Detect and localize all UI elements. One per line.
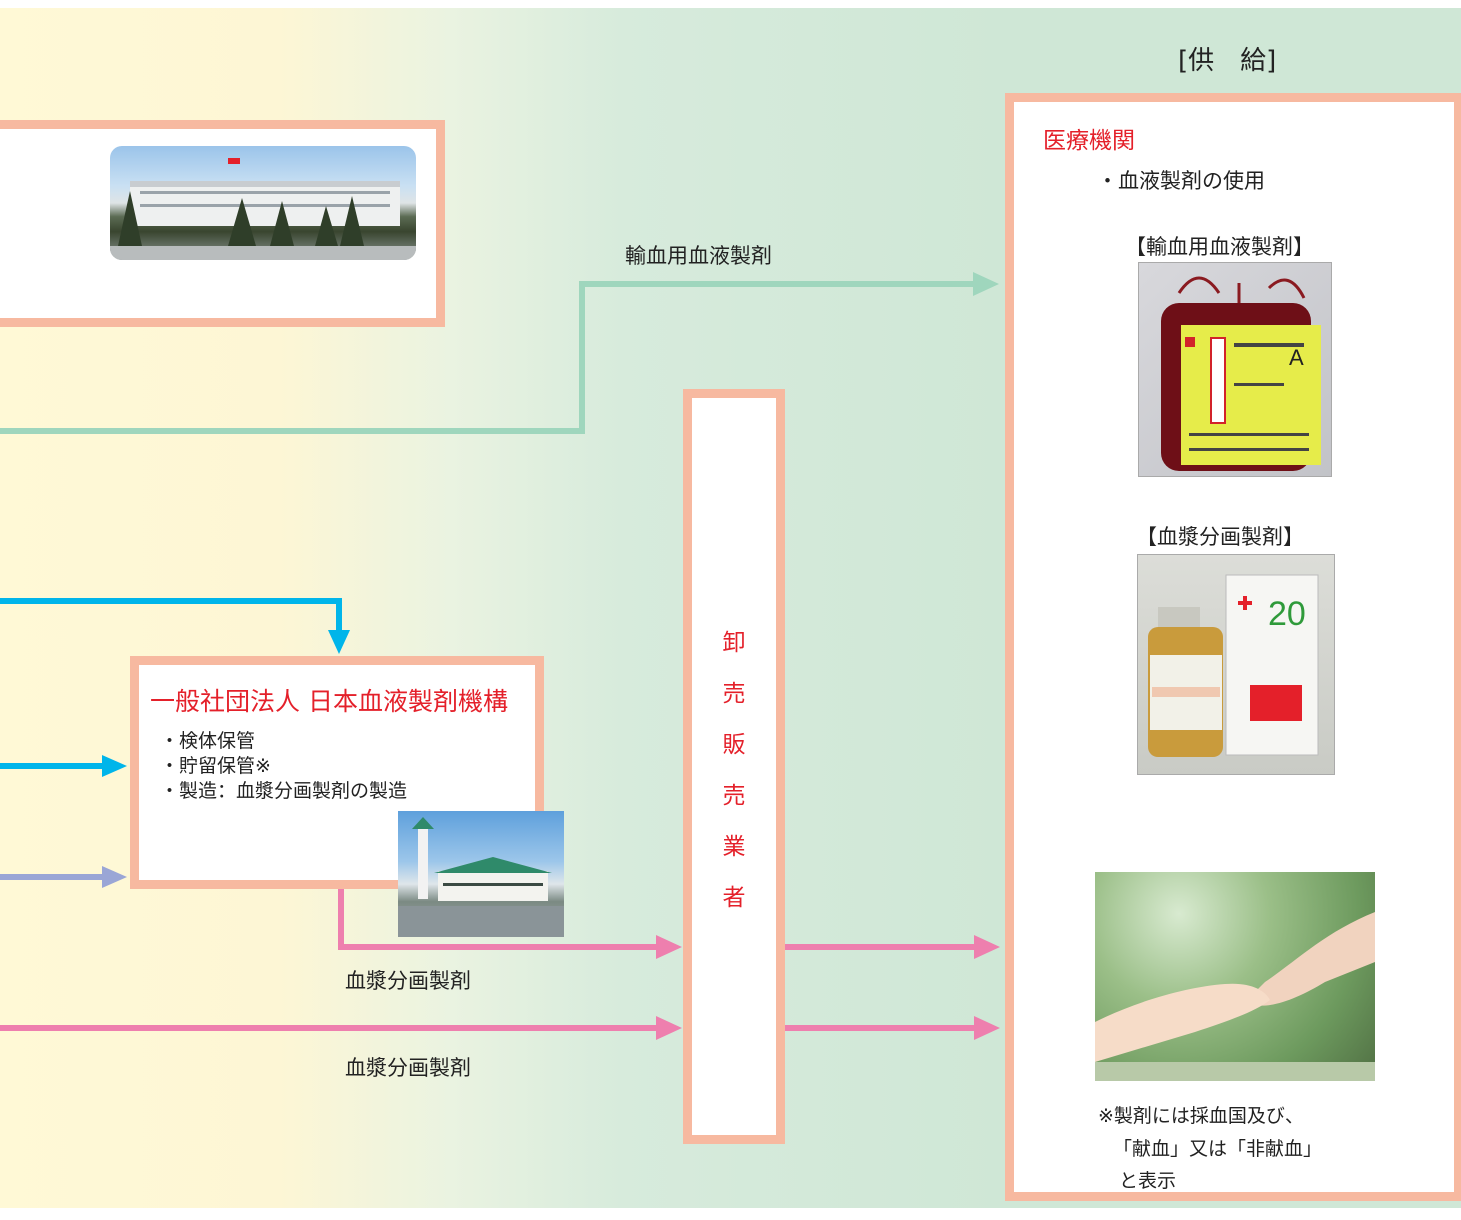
wholesaler-char-4: 売 xyxy=(722,783,746,809)
pink-arrowhead-3 xyxy=(974,935,1000,959)
holding-hands-photo xyxy=(1095,872,1375,1081)
plasma-flow-label-2: 血漿分画製剤 xyxy=(345,1056,471,1080)
pink-arrowhead-1 xyxy=(656,935,682,959)
medical-title: 医療機関 xyxy=(1043,128,1135,154)
blue-arrowhead-right xyxy=(102,755,127,777)
supply-header: [供 給] xyxy=(1178,46,1277,76)
medical-usage: ・血液製剤の使用 xyxy=(1097,169,1265,193)
wholesaler-char-1: 卸 xyxy=(722,630,746,656)
jbpo-item-specimen: ・検体保管 xyxy=(160,730,256,752)
jbpo-item-manufacture: ・製造：血漿分画製剤の製造 xyxy=(160,780,408,802)
pink-arrowhead-2 xyxy=(656,1016,682,1040)
wholesaler-char-5: 業 xyxy=(722,834,746,860)
pink-flow-line-1 xyxy=(338,888,658,950)
pink-arrowhead-4 xyxy=(974,1016,1000,1040)
plasma-product-label: 【血漿分画製剤】 xyxy=(1136,525,1304,549)
wholesaler-char-2: 売 xyxy=(722,681,746,707)
transfusion-arrowhead xyxy=(973,272,999,296)
plasma-product-photo: 20 xyxy=(1137,554,1335,775)
blue-arrowhead-down xyxy=(328,630,350,654)
jbpo-item-storage: ・貯留保管※ xyxy=(160,755,271,777)
wholesaler-char-6: 者 xyxy=(722,885,746,911)
transfusion-flow-line xyxy=(0,281,975,434)
blood-bag-photo: A xyxy=(1138,262,1332,477)
jbpo-title: 一般社団法人 日本血液製剤機構 xyxy=(150,687,508,716)
wholesaler-char-3: 販 xyxy=(722,732,746,758)
wholesaler-label: 卸 売 販 売 業 者 xyxy=(683,618,785,924)
blood-bag-illustration: A xyxy=(1161,276,1321,471)
svg-text:A: A xyxy=(1289,345,1304,370)
svg-text:20: 20 xyxy=(1268,595,1306,633)
building-illustration xyxy=(110,158,416,260)
purple-arrowhead xyxy=(102,866,127,888)
jbpo-building-illustration xyxy=(398,817,564,937)
note-line-3: と表示 xyxy=(1119,1170,1177,1192)
note-line-2: 「献血」又は「非献血」 xyxy=(1113,1138,1323,1160)
plasma-product-illustration: 20 xyxy=(1148,574,1319,757)
note-line-1: ※製剤には採血国及び、 xyxy=(1098,1105,1304,1127)
transfusion-product-label: 【輸血用血液製剤】 xyxy=(1125,235,1314,259)
jbpo-facility-photo xyxy=(398,811,564,937)
wholesaler-box xyxy=(683,389,785,1144)
plasma-flow-label-1: 血漿分画製剤 xyxy=(345,969,471,993)
transfusion-flow-label: 輸血用血液製剤 xyxy=(625,244,772,268)
facility-building-photo xyxy=(110,146,416,260)
hands-illustration xyxy=(1095,912,1375,1081)
blue-flow-line-down xyxy=(0,598,342,633)
